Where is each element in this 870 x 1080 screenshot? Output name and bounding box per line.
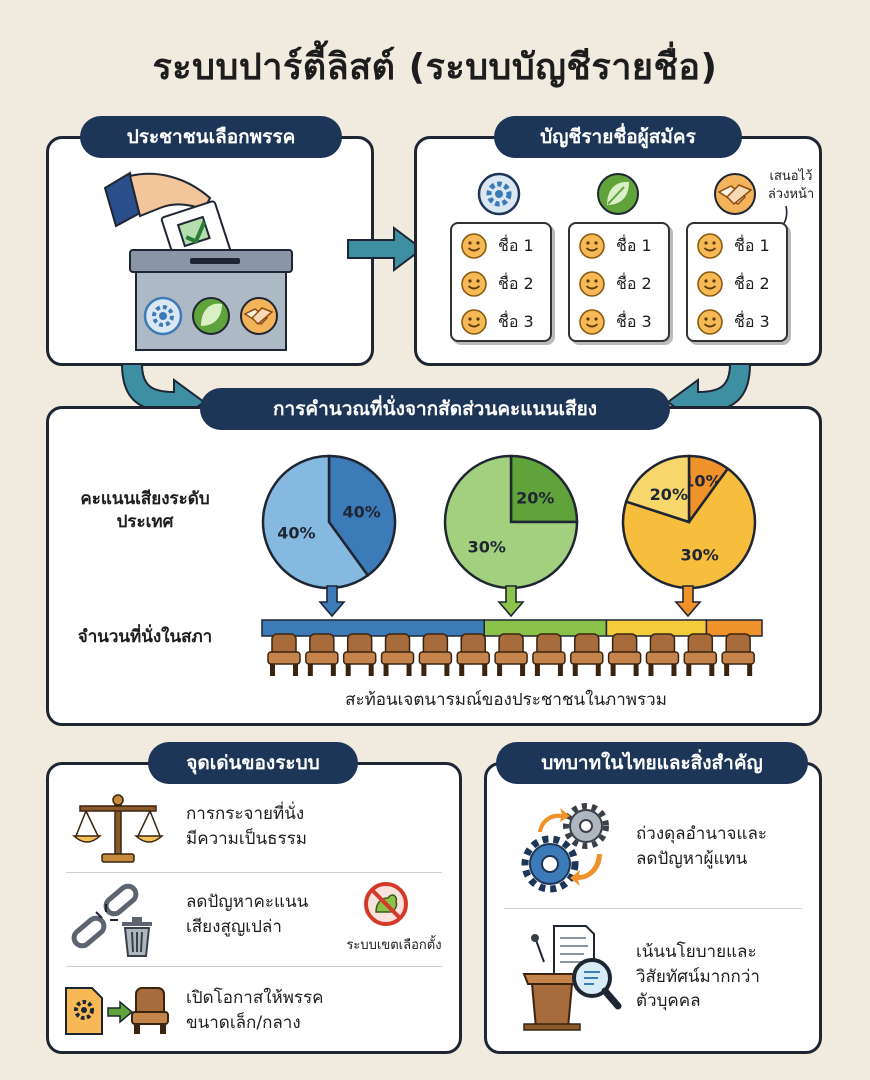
pie-slice-label: 40% — [277, 524, 315, 543]
seat-distribution-bar — [261, 619, 763, 676]
smiley-icon — [697, 271, 723, 297]
pie-slice — [624, 454, 691, 524]
smiley-icon — [697, 309, 723, 335]
national-votes-label: คะแนนเสียงระดับประเทศ — [80, 489, 210, 532]
list-item: ชื่อ 2 — [570, 265, 668, 303]
hand-icon — [103, 171, 212, 228]
roles-header: บทบาทในไทยและสิ่งสำคัญ — [496, 742, 808, 784]
no-constituency-icon — [364, 882, 408, 926]
pie-slice — [443, 454, 579, 590]
arrow-down-icon — [674, 585, 702, 618]
parliament-seats-label: จำนวนที่นั่งในสภา — [77, 627, 213, 647]
seat-icon — [683, 633, 718, 676]
seat-icon — [607, 633, 642, 676]
magnifier-icon — [572, 958, 622, 1010]
leaf-icon — [597, 173, 639, 215]
divider — [66, 966, 442, 967]
pie-slice-label: 10% — [683, 472, 721, 491]
divider — [66, 872, 442, 873]
list-item: ชื่อ 2 — [452, 265, 550, 303]
arrow-down-icon — [497, 585, 525, 618]
seat-bar-segment — [261, 619, 485, 637]
handshake-icon — [714, 173, 756, 215]
candidate-list-card: ชื่อ 1 ชื่อ 2 ชื่อ 3 — [686, 222, 788, 342]
smiley-icon — [579, 309, 605, 335]
arrow-right-icon — [347, 226, 424, 272]
seat-icon — [721, 633, 755, 676]
seat-icon — [305, 633, 339, 676]
seat-icon — [456, 633, 490, 676]
smiley-icon — [579, 271, 605, 297]
seat-calculation-header: การคำนวณที่นั่งจากสัดส่วนคะแนนเสียง — [200, 388, 670, 430]
role-text: เน้นนโยบายและ วิสัยทัศน์มากกว่า ตัวบุคคล — [636, 942, 760, 1012]
list-item: ชื่อ 1 — [452, 227, 550, 265]
pre-submitted-note: เสนอไว้ล่วงหน้า — [767, 169, 815, 202]
pie-slice-label: 20% — [516, 489, 554, 508]
document-gear-icon — [65, 987, 103, 1035]
seat-icon — [494, 633, 528, 676]
smiley-icon — [461, 271, 487, 297]
ballot-box-illustration — [103, 171, 293, 351]
smiley-icon — [579, 233, 605, 259]
pie-slice — [509, 454, 579, 524]
highlight-text: การกระจายที่นั่ง มีความเป็นธรรม — [186, 804, 307, 849]
gear-icon — [143, 296, 183, 336]
page-title: ระบบปาร์ตี้ลิสต์ (ระบบบัญชีรายชื่อ) — [152, 47, 718, 88]
pie-slice — [327, 454, 397, 578]
seat-icon — [267, 633, 301, 676]
list-item: ชื่อ 3 — [688, 303, 786, 341]
seat-icon — [380, 633, 415, 676]
list-item: ชื่อ 3 — [452, 303, 550, 341]
smiley-icon — [461, 309, 487, 335]
candidate-list-card: ชื่อ 1 ชื่อ 2 ชื่อ 3 — [568, 222, 670, 342]
seat-icon — [532, 633, 566, 676]
highlight-text: เปิดโอกาสให้พรรค ขนาดเล็ก/กลาง — [186, 988, 324, 1033]
smiley-icon — [697, 233, 723, 259]
calculation-caption: สะท้อนเจตนารมณ์ของประชาชนในภาพรวม — [345, 690, 667, 710]
seat-icon — [131, 987, 169, 1034]
handshake-icon — [240, 297, 278, 335]
seat-icon — [645, 633, 680, 676]
scales-icon — [72, 794, 164, 863]
pie-slice — [261, 454, 370, 590]
seat-icon — [570, 633, 604, 676]
constituency-system-badge: ระบบเขตเลือกตั้ง — [346, 938, 442, 953]
candidate-lists-header: บัญชีรายชื่อผู้สมัคร — [494, 116, 742, 158]
smiley-icon — [461, 233, 487, 259]
pie-slice-label: 20% — [650, 485, 688, 504]
candidate-list-card: ชื่อ 1 ชื่อ 2 ชื่อ 3 — [450, 222, 552, 342]
pie-slice-label: 40% — [342, 502, 380, 521]
seat-icon — [342, 633, 377, 676]
highlights-header: จุดเด่นของระบบ — [148, 742, 358, 784]
pie-slice-label: 30% — [468, 537, 506, 556]
list-item: ชื่อ 1 — [570, 227, 668, 265]
podium-magnifier-icon — [522, 925, 622, 1031]
arrow-right-icon — [107, 1000, 134, 1024]
voters-header: ประชาชนเลือกพรรค — [80, 116, 342, 158]
list-item: ชื่อ 3 — [570, 303, 668, 341]
leaf-icon — [192, 297, 230, 335]
list-item: ชื่อ 1 — [688, 227, 786, 265]
gears-icon — [521, 803, 609, 893]
trash-icon — [122, 917, 152, 957]
broken-chain-icon — [71, 883, 152, 957]
role-text: ถ่วงดุลอำนาจและ ลดปัญหาผู้แทน — [636, 824, 767, 869]
pie-slice-label: 30% — [680, 546, 718, 565]
highlight-text: ลดปัญหาคะแนน เสียงสูญเปล่า — [186, 892, 309, 937]
gear-icon — [477, 172, 521, 216]
arrow-down-icon — [318, 585, 346, 618]
seat-icon — [418, 633, 453, 676]
divider — [504, 908, 802, 909]
pie-slice — [621, 466, 757, 590]
list-item: ชื่อ 2 — [688, 265, 786, 303]
